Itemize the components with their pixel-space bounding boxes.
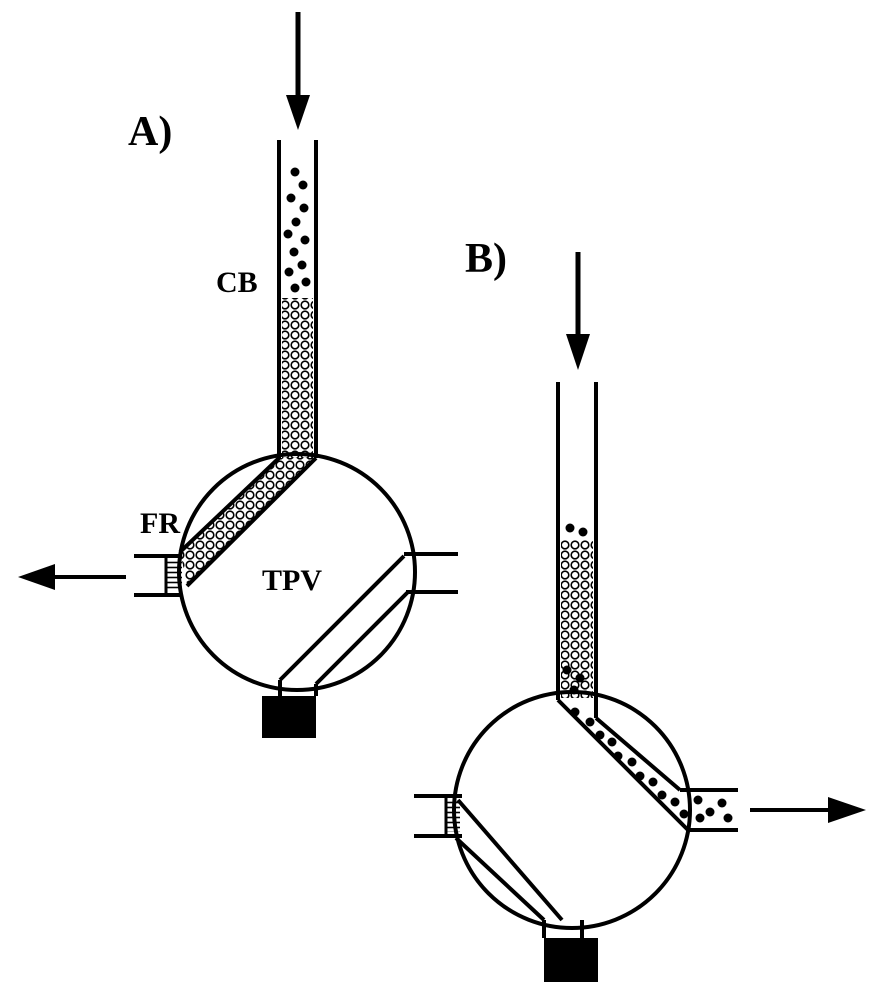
panel-b-packed-channel [556,698,690,832]
panel-a-valve-label: TPV [262,564,322,597]
panel-b-column [556,382,598,718]
panel-b-frit [446,800,460,832]
panel-a-bottom-port [262,680,318,738]
panel-b-label: B) [465,236,507,282]
panel-b-left-port [414,794,462,838]
panel-a-empty-channel [278,554,410,686]
panel-a-right-port [404,552,458,594]
panel-b-column-particles [562,523,588,695]
panel-b-port-particles [693,795,733,823]
panel-b-channel-particles [570,707,689,819]
panel-a-outlet-arrow [18,564,126,590]
panel-b-empty-channel [454,798,564,922]
panel-b: B) [414,236,866,982]
panel-a-column-particles [283,167,311,293]
panel-a: A) CB [18,12,458,738]
panel-a-frit [166,560,182,591]
panel-a-inlet-arrow [286,12,310,130]
panel-b-valve-body [452,690,692,930]
panel-b-bottom-port [542,920,598,982]
panel-b-outlet-arrow [750,797,866,823]
panel-a-column [277,140,318,458]
panel-a-column-packing [282,298,313,458]
panel-a-column-label: CB [216,266,258,299]
panel-a-frit-label: FR [140,507,180,540]
panel-a-packed-channel [178,456,318,588]
panel-a-left-port [134,554,182,597]
panel-a-label: A) [128,109,172,155]
panel-b-inlet-arrow [566,252,590,370]
panel-a-plug [262,696,316,738]
panel-b-right-port [680,788,738,832]
panel-b-plug [544,938,598,982]
